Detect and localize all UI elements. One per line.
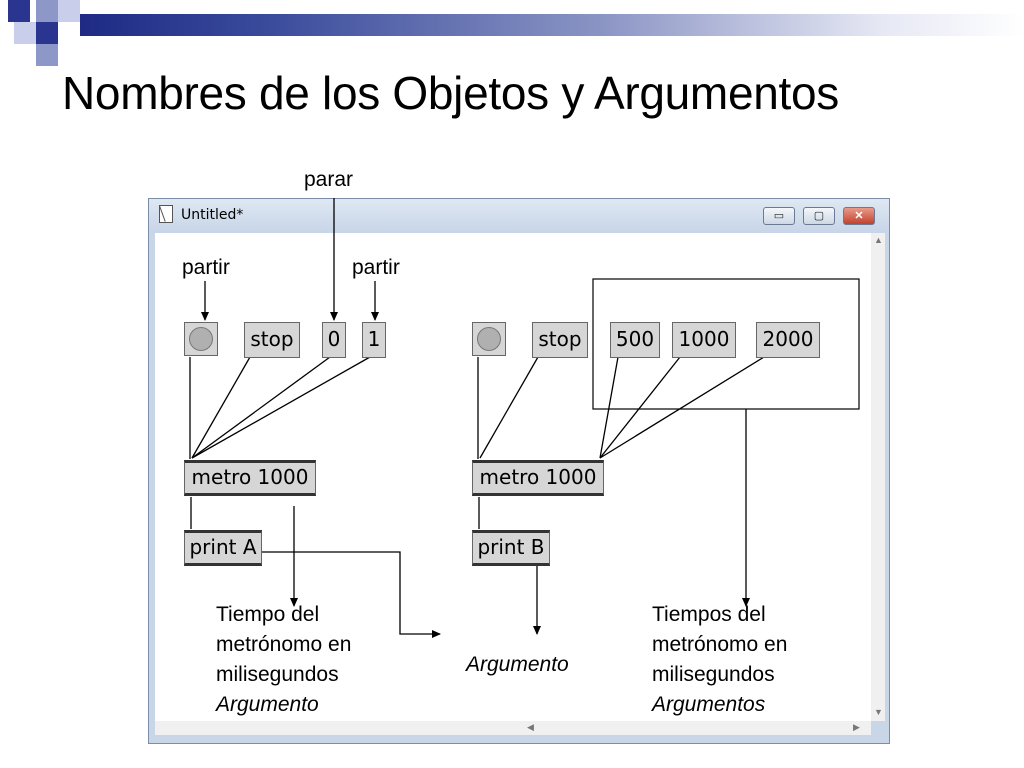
bang-circle-icon <box>477 327 501 351</box>
bang-button-b[interactable] <box>472 322 506 356</box>
print-object-b[interactable]: print B <box>472 530 550 566</box>
annotation-left: Tiempo del metrónomo en milisegundos Arg… <box>216 600 351 720</box>
annotation-left-line: Tiempo del <box>216 603 320 626</box>
label-partir-left: partir <box>182 256 230 279</box>
minimize-button[interactable]: ▭ <box>763 207 795 225</box>
scroll-left-icon[interactable]: ◀ <box>527 722 534 732</box>
message-1[interactable]: 1 <box>362 322 386 358</box>
annotation-left-line: Argumento <box>216 693 319 716</box>
annotation-right-line: Tiempos del <box>652 603 766 626</box>
annotation-right-line: metrónomo en <box>652 633 788 656</box>
corner-square <box>36 22 58 44</box>
corner-square <box>14 22 36 44</box>
message-0[interactable]: 0 <box>322 322 346 358</box>
message-2000[interactable]: 2000 <box>756 322 820 358</box>
message-1000[interactable]: 1000 <box>672 322 736 358</box>
slide-title: Nombres de los Objetos y Argumentos <box>62 67 839 119</box>
metro-object-a[interactable]: metro 1000 <box>184 460 316 496</box>
scroll-up-icon[interactable]: ▲ <box>874 235 883 245</box>
vertical-scrollbar[interactable]: ▲ ▼ <box>871 233 885 721</box>
annotation-right-line: milisegundos <box>652 663 775 686</box>
annotation-left-line: metrónomo en <box>216 633 352 656</box>
window-title: Untitled* <box>181 207 244 223</box>
label-parar: parar <box>304 168 354 191</box>
corner-square <box>36 44 58 66</box>
window-titlebar[interactable]: Untitled* ▭ ▢ ✕ <box>149 199 889 233</box>
annotation-middle-text: Argumento <box>466 653 569 676</box>
document-icon <box>159 205 173 223</box>
annotation-right-line: Argumentos <box>652 693 766 716</box>
bang-button-a[interactable] <box>184 322 218 356</box>
corner-square <box>58 0 80 22</box>
scroll-down-icon[interactable]: ▼ <box>874 707 883 717</box>
annotation-middle: Argumento <box>466 650 569 680</box>
scroll-right-icon[interactable]: ▶ <box>853 722 860 732</box>
bang-circle-icon <box>189 327 213 351</box>
message-500[interactable]: 500 <box>610 322 660 358</box>
maximize-button[interactable]: ▢ <box>803 207 835 225</box>
stop-message-b[interactable]: stop <box>532 322 588 358</box>
label-partir-right: partir <box>352 256 400 279</box>
annotation-left-line: milisegundos <box>216 663 339 686</box>
corner-square <box>8 0 30 22</box>
metro-object-b[interactable]: metro 1000 <box>472 460 604 496</box>
stop-message-a[interactable]: stop <box>244 322 300 358</box>
corner-square <box>36 0 58 22</box>
close-button[interactable]: ✕ <box>843 207 875 225</box>
print-object-a[interactable]: print A <box>184 530 262 566</box>
annotation-right: Tiempos del metrónomo en milisegundos Ar… <box>652 600 787 720</box>
header-gradient-bar <box>80 14 1024 36</box>
horizontal-scrollbar[interactable]: ◀ ▶ <box>155 721 871 735</box>
